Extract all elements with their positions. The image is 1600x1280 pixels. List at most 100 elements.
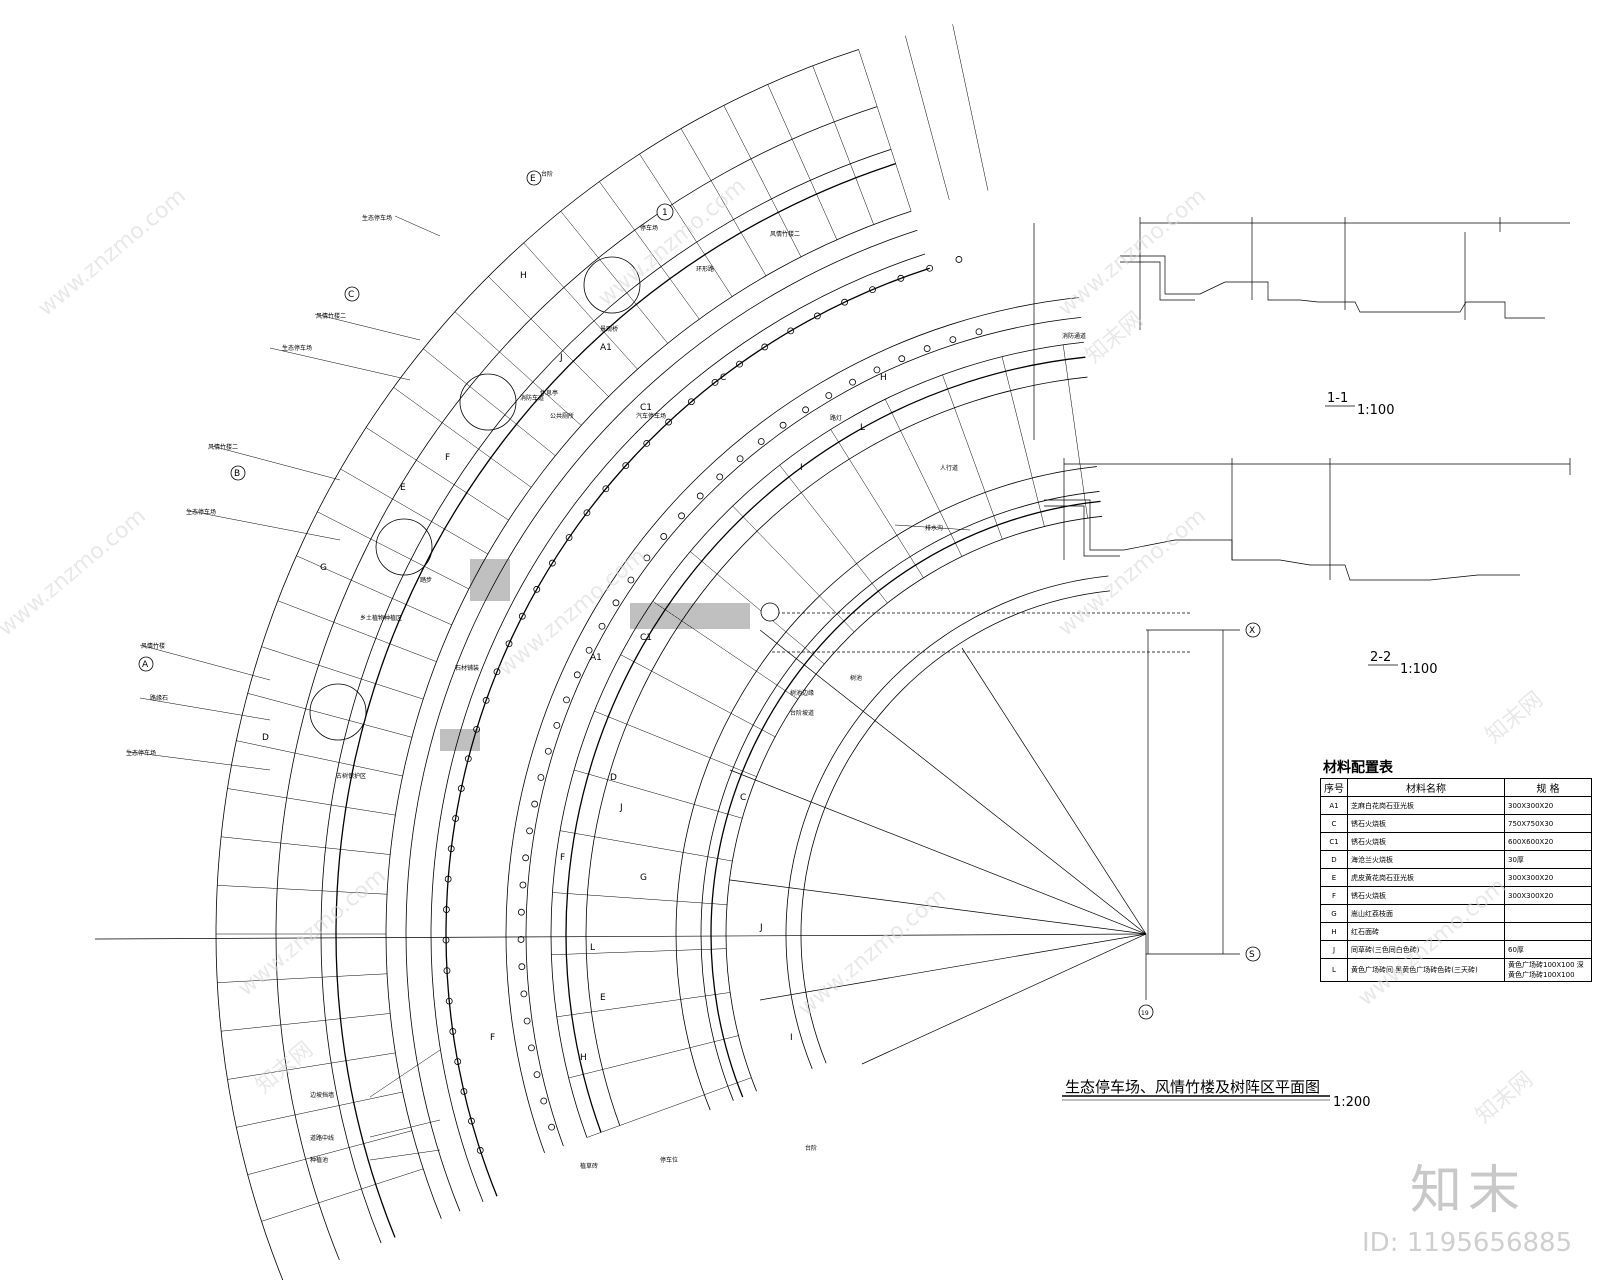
parking-divider	[767, 84, 838, 240]
plan-arcs	[215, 49, 1110, 1280]
hatch-letter: D	[262, 733, 269, 743]
axis-a: A	[142, 660, 149, 670]
callout-29: 公共厕所	[550, 412, 574, 420]
paving-joint	[573, 769, 743, 819]
paving-joint	[586, 1077, 752, 1138]
plan-arc	[675, 466, 1097, 1111]
paving-joint	[779, 464, 888, 604]
paving-joint	[830, 429, 924, 578]
callout-leaders	[129, 215, 971, 1161]
table-header: 规 格	[1504, 778, 1592, 797]
bollard	[444, 875, 452, 883]
callout-12: 停车场	[640, 224, 658, 232]
callout-0: 生态停车场	[362, 214, 392, 222]
bollard	[802, 406, 810, 414]
plan-arc	[565, 356, 1086, 1133]
plan-scale: 1:200	[1333, 1095, 1370, 1110]
table-cell: D	[1320, 850, 1348, 869]
callout-17: 边坡挡墙	[310, 1091, 334, 1099]
bollard	[526, 827, 533, 835]
bollard	[533, 1071, 541, 1078]
callout-10: 消防通道	[1062, 332, 1086, 340]
table-header: 材料名称	[1347, 778, 1505, 797]
bollard	[443, 967, 451, 975]
table-cell: 600X600X20	[1504, 832, 1592, 851]
parking-divider	[365, 427, 509, 521]
table-cell: 60厚	[1504, 940, 1592, 959]
bollard	[454, 1058, 462, 1065]
plan-arc	[700, 491, 1100, 1101]
callout-21: 树池边缘	[790, 689, 814, 697]
bollard	[443, 906, 450, 913]
table-cell: 750X750X30	[1504, 814, 1592, 833]
bollard	[523, 1017, 531, 1025]
tree-circles	[309, 256, 983, 1154]
bollard	[687, 398, 695, 406]
bollard	[528, 1044, 535, 1052]
callout-7: 生态停车场	[126, 749, 156, 757]
callout-19: 种植池	[310, 1156, 328, 1164]
hatch-letter: A1	[590, 653, 602, 663]
bollard	[482, 696, 490, 704]
table-cell: 300X300X20	[1504, 868, 1592, 887]
hatch-letter: C	[740, 793, 746, 803]
hatch-letter: J	[759, 923, 763, 933]
fan-lines	[94, 223, 1240, 1065]
table-cell: F	[1320, 886, 1348, 905]
parking-divider	[236, 1091, 403, 1128]
table-header-row: 序号 材料名称 规 格	[1320, 778, 1592, 797]
parking-divider	[217, 973, 388, 983]
bollard	[585, 646, 593, 654]
section-1-scale: 1:100	[1357, 403, 1394, 418]
plan-arc	[215, 49, 859, 1280]
parking-divider	[340, 468, 488, 555]
bollard	[493, 668, 501, 676]
callout-33: 人行道	[940, 464, 958, 472]
brand-logo: 知末	[1410, 1161, 1527, 1221]
bollard	[544, 747, 552, 755]
table-cell: A1	[1320, 796, 1348, 815]
bollard	[476, 1146, 484, 1154]
brand-id: ID: 1195656885	[1362, 1228, 1573, 1258]
paving-joint	[620, 654, 776, 738]
parking-divider	[236, 740, 403, 777]
bollard	[464, 755, 472, 763]
parking-divider	[905, 35, 950, 200]
bollard	[779, 421, 787, 429]
bollard	[849, 378, 856, 386]
parking-divider	[488, 276, 609, 397]
bollard	[602, 485, 610, 493]
bollard	[553, 721, 561, 729]
hatch-letter: G	[640, 873, 647, 883]
tree-pit	[459, 373, 517, 431]
tree-pit	[583, 256, 641, 314]
hatch-letter: D	[610, 773, 617, 783]
parking-divider	[639, 153, 733, 297]
paving-joint	[652, 601, 798, 700]
table-cell: C1	[1320, 832, 1348, 851]
tree-pit	[375, 518, 433, 576]
parking-divider	[261, 1168, 424, 1222]
bollard	[520, 990, 528, 998]
section-2-2	[1044, 458, 1571, 666]
axis-c: C	[348, 290, 354, 300]
callout-11: 台阶	[541, 170, 553, 178]
hatch-letter: H	[580, 1053, 587, 1063]
bollard	[711, 378, 719, 386]
callout-24: 植草砖	[580, 1162, 598, 1170]
parking-divider	[523, 242, 638, 370]
section-2-scale: 1:100	[1400, 662, 1437, 677]
bollard	[612, 599, 620, 607]
bollard	[522, 854, 530, 862]
bollard	[923, 345, 931, 352]
table-cell: 锈石火烧板	[1347, 832, 1505, 851]
table-cell	[1504, 922, 1592, 941]
callout-27: 台阶坡道	[790, 709, 814, 717]
bollard	[565, 534, 573, 541]
